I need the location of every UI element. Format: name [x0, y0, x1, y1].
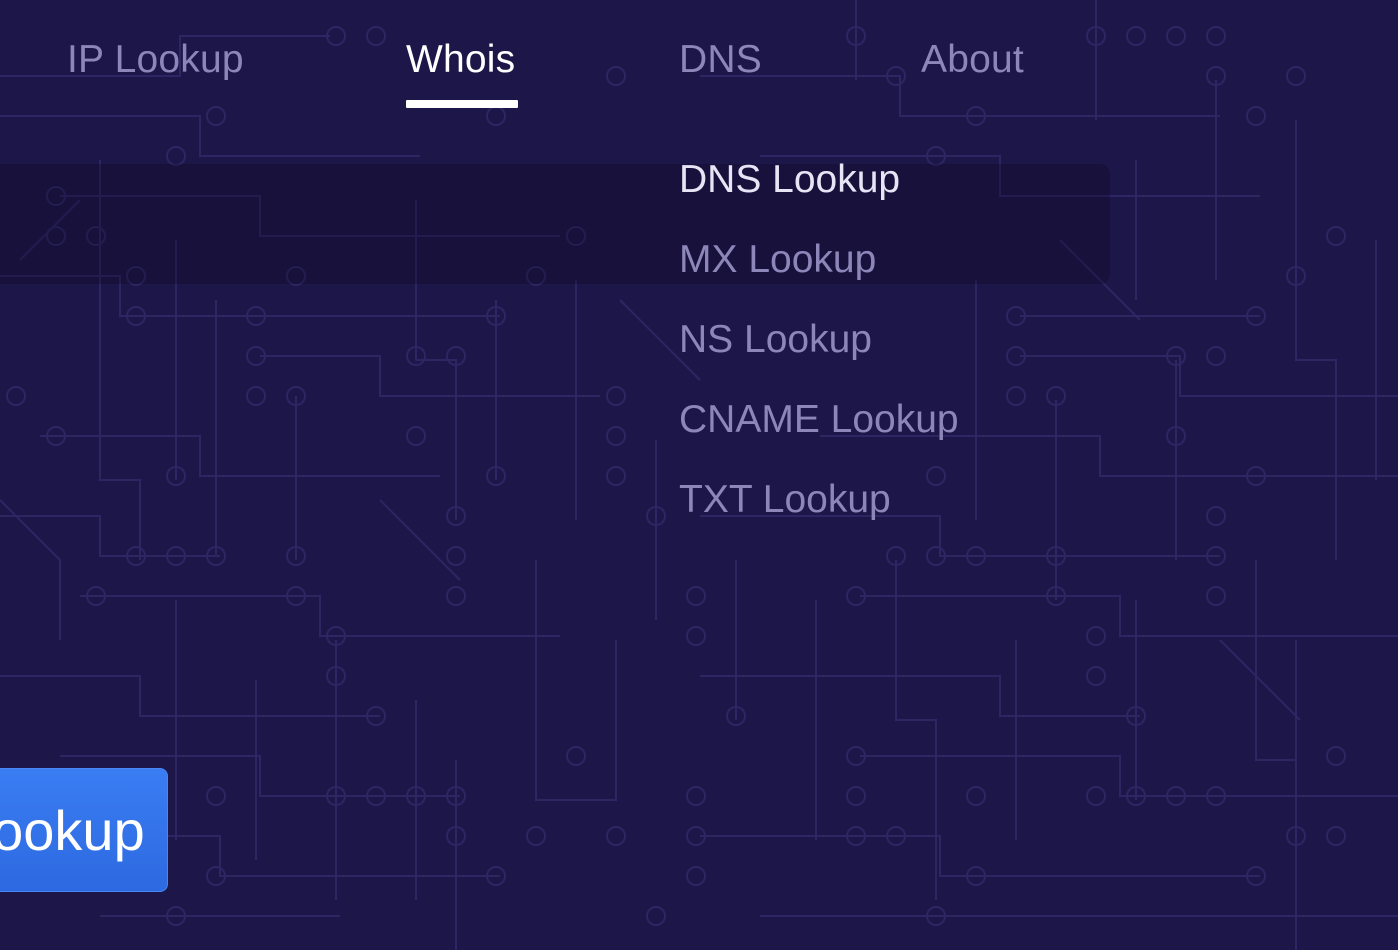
- menu-item-ns-lookup[interactable]: NS Lookup: [679, 318, 872, 361]
- lookup-input-panel[interactable]: [0, 164, 1110, 284]
- dns-dropdown-menu: DNS Lookup MX Lookup NS Lookup CNAME Loo…: [679, 140, 959, 540]
- menu-item-mx-lookup[interactable]: MX Lookup: [679, 238, 877, 281]
- menu-item-cname-lookup[interactable]: CNAME Lookup: [679, 398, 959, 441]
- nav-whois[interactable]: Whois: [406, 38, 516, 81]
- nav-ip-lookup[interactable]: IP Lookup: [67, 38, 244, 81]
- menu-item-txt-lookup[interactable]: TXT Lookup: [679, 478, 891, 521]
- active-tab-indicator: [406, 100, 518, 108]
- lookup-button[interactable]: Lookup: [0, 768, 168, 892]
- nav-dns[interactable]: DNS: [679, 38, 762, 81]
- nav-about[interactable]: About: [921, 38, 1024, 81]
- menu-item-dns-lookup[interactable]: DNS Lookup: [679, 158, 901, 201]
